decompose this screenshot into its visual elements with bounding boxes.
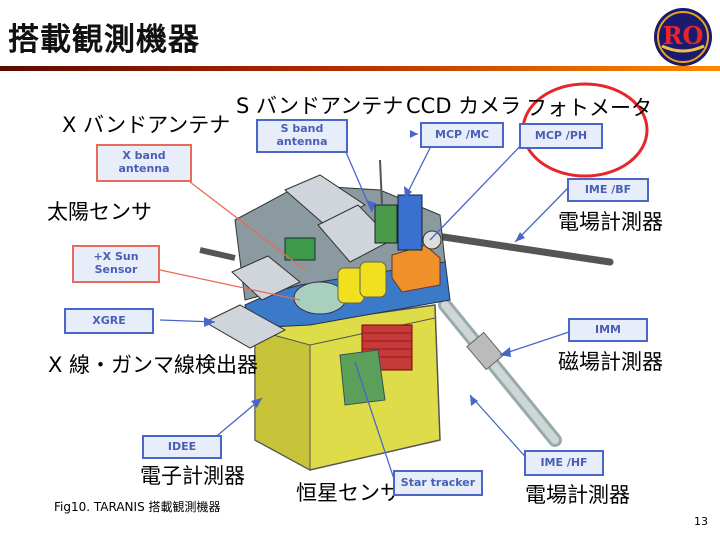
box-imm: IMM: [568, 318, 648, 342]
upper-boom: [406, 228, 614, 266]
slide-title: 搭載観測機器: [8, 22, 200, 58]
box-xgre: XGRE: [64, 308, 154, 334]
antenna-block: [284, 237, 316, 261]
label-photometer: フォトメータ: [526, 96, 652, 120]
star-tracker-unit: [339, 349, 386, 406]
magnetometer-block: [466, 331, 504, 371]
label-ime-hf: 電場計測器: [525, 483, 630, 507]
box-ime-bf: IME /BF: [567, 178, 649, 202]
label-ccd-camera: CCD カメラ: [406, 94, 522, 118]
logo-letters: RO: [663, 21, 704, 50]
leader-arrowheads: [204, 130, 525, 408]
label-sun-sensor: 太陽センサ: [47, 200, 152, 224]
box-sun-sensor: +X Sun Sensor: [72, 245, 160, 283]
title-rule: [0, 66, 720, 71]
label-star-tracker: 恒星センサ: [296, 481, 401, 505]
label-ime-bf: 電場計測器: [558, 210, 663, 234]
box-ime-hf: IME /HF: [524, 450, 604, 476]
cylinder-2: [359, 261, 387, 298]
box-mcp-ph: MCP /PH: [519, 123, 603, 149]
mcp-unit: [397, 194, 423, 251]
box-mcp-mc: MCP /MC: [420, 122, 504, 148]
solar-panels: [203, 174, 393, 349]
box-idee: IDEE: [142, 435, 222, 459]
label-imm: 磁場計測器: [558, 350, 663, 374]
mission-logo-icon: RO: [654, 8, 712, 66]
box-x-band-antenna: X band antenna: [96, 144, 192, 182]
page-number: 13: [694, 515, 708, 528]
label-xgre: X 線・ガンマ線検出器: [48, 353, 259, 377]
box-star-tracker: Star tracker: [393, 470, 483, 496]
figure-caption: Fig10. TARANIS 搭載観測機器: [54, 500, 221, 514]
label-s-band-antenna: S バンドアンテナ: [236, 94, 404, 118]
ccd-unit: [374, 204, 398, 244]
left-boom: [199, 247, 236, 261]
label-x-band-antenna: X バンドアンテナ: [62, 113, 231, 137]
box-s-band-antenna: S band antenna: [256, 119, 348, 153]
label-idee: 電子計測器: [140, 464, 245, 488]
red-leader-lines: [159, 181, 306, 301]
